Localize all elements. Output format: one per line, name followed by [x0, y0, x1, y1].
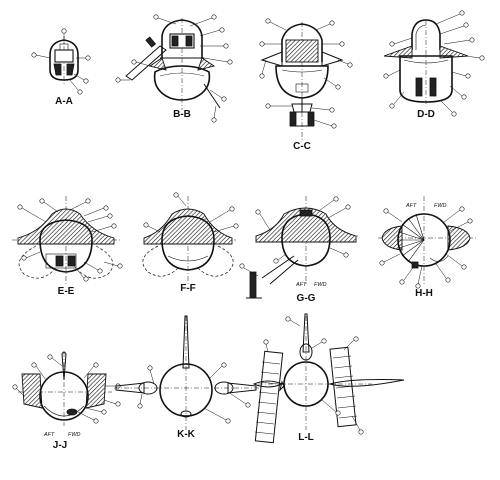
- section-ff: [142, 192, 239, 284]
- section-jj: AFT FWD: [12, 351, 121, 438]
- left-panel: [254, 350, 284, 444]
- fwd-label-hh: FWD: [434, 203, 447, 209]
- fwd-label-gg: FWD: [314, 282, 327, 288]
- callout-markers: [137, 362, 251, 424]
- section-label-ll: L-L: [298, 432, 314, 443]
- section-ee: [12, 196, 123, 286]
- callout-markers: [31, 28, 91, 95]
- section-dd: [383, 10, 485, 117]
- callout-markers: [17, 198, 123, 282]
- section-bb: [115, 14, 233, 123]
- callout-markers: [239, 196, 351, 277]
- aft-label-gg: AFT: [295, 282, 307, 288]
- section-label-bb: B-B: [173, 109, 191, 120]
- section-label-gg: G-G: [297, 293, 316, 304]
- callout-markers: [143, 192, 239, 233]
- callout-markers: [383, 10, 485, 117]
- callout-markers: [12, 354, 121, 424]
- callout-markers: [379, 206, 473, 289]
- section-label-ee: E-E: [58, 286, 75, 297]
- callout-markers: [263, 316, 364, 435]
- section-hh: AFT FWD: [378, 196, 478, 289]
- section-label-aa: A-A: [55, 96, 73, 107]
- section-ll: [252, 313, 405, 444]
- section-kk: [114, 315, 260, 430]
- aft-label-jj: AFT: [43, 432, 55, 438]
- section-label-hh: H-H: [415, 288, 433, 299]
- section-gg: AFT FWD: [239, 196, 358, 299]
- aft-label-hh: AFT: [405, 203, 417, 209]
- right-panel: [329, 346, 358, 428]
- section-label-cc: C-C: [293, 141, 311, 152]
- callout-markers: [259, 18, 353, 129]
- section-cc: [259, 18, 353, 140]
- section-aa: [31, 28, 91, 95]
- section-label-kk: K-K: [177, 429, 196, 440]
- fwd-label-jj: FWD: [68, 432, 81, 438]
- section-label-dd: D-D: [417, 109, 435, 120]
- section-label-ff: F-F: [180, 283, 196, 294]
- section-label-jj: J-J: [53, 440, 67, 451]
- callout-markers: [115, 14, 233, 123]
